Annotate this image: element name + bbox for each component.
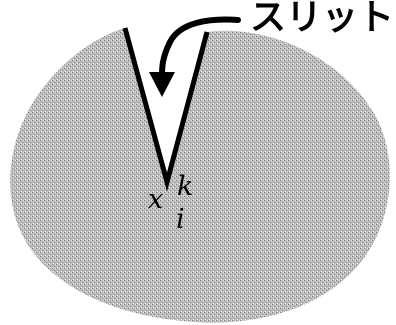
symbol-i: i — [176, 204, 185, 235]
symbol-k: k — [177, 171, 193, 202]
symbol-x: x — [148, 184, 163, 215]
slit-label: スリット — [250, 0, 394, 38]
arrow-head-icon — [149, 72, 175, 97]
slit-edges — [122, 27, 210, 192]
slit-disc — [10, 28, 390, 323]
curved-arrow-icon — [159, 16, 241, 79]
